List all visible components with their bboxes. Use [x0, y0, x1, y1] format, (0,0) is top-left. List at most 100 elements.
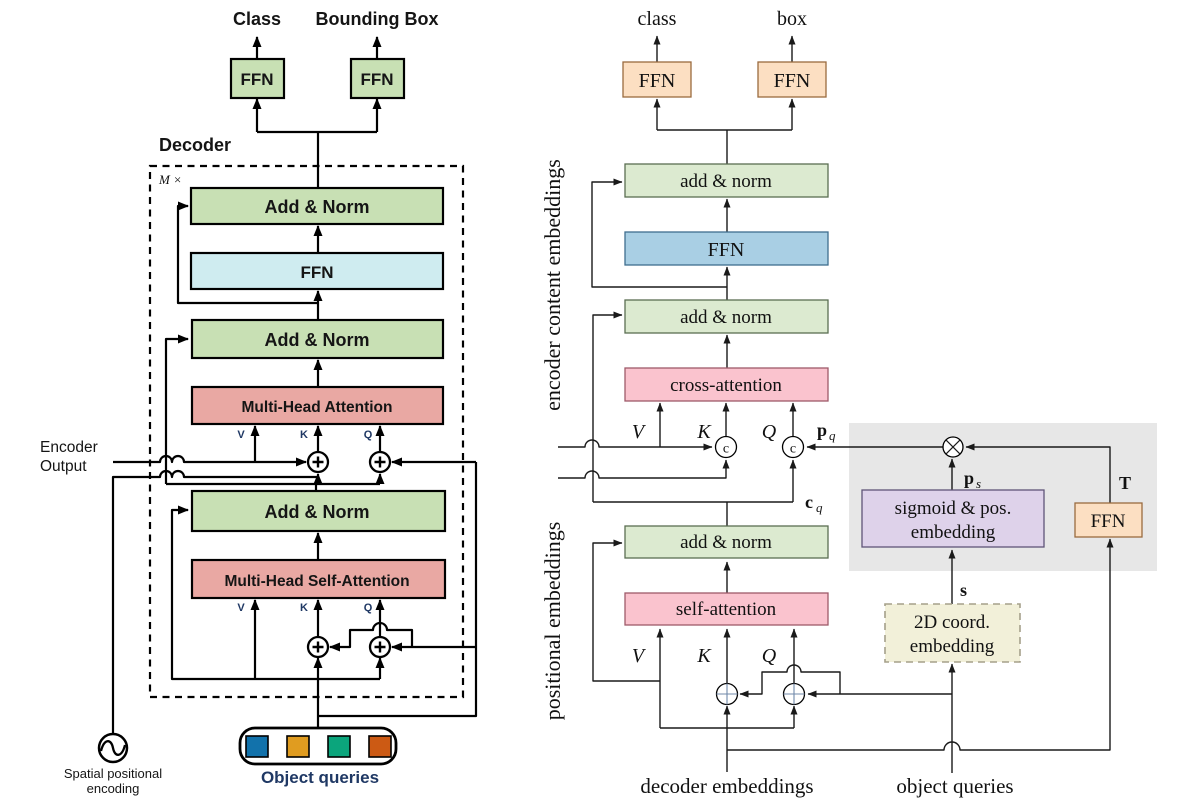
ffn-bbox-box [349, 57, 406, 100]
concat-circle-k: c [714, 435, 738, 459]
add-norm-3-box [190, 489, 447, 533]
class-output-label: Class [233, 9, 281, 29]
v-label-self: V [237, 602, 245, 614]
q-label-self-r: Q [762, 645, 777, 667]
add-norm-mid-label-r: add & norm [680, 307, 772, 328]
ps-label: p s [964, 468, 981, 491]
spatial-encoding-label-line1: Spatial positional [64, 766, 162, 781]
pq-label: p q [817, 420, 836, 443]
encoder-output-label-line2: Output [40, 458, 87, 475]
v-label-cross: V [237, 429, 245, 441]
multi-head-self-attention-box [190, 558, 447, 600]
wire-residual-ffn-r [591, 178, 727, 288]
wire-residual-cross-r [592, 311, 623, 502]
repeat-m-times-label: M × [158, 172, 182, 187]
ffn-block-box [189, 251, 445, 291]
add-norm-1-label: Add & Norm [265, 197, 370, 217]
v-label-self-r: V [632, 645, 647, 667]
decoder-dashed-box [148, 164, 465, 699]
ffn-mid-box-r [624, 231, 829, 266]
query-square-2 [286, 735, 310, 758]
add-circle-self-q [368, 635, 392, 659]
ps-sub: s [976, 476, 981, 491]
add-norm-2-box [190, 318, 445, 360]
sine-wave-icon [97, 732, 129, 764]
object-queries-label-left: Object queries [261, 768, 379, 787]
wire-embeddings-to-ffn-t [727, 538, 1114, 751]
coord-label-line2: embedding [910, 636, 995, 657]
add-norm-3-label: Add & Norm [265, 502, 370, 522]
add-norm-mid-box-r [624, 299, 829, 334]
cross-attention-label: cross-attention [670, 375, 782, 396]
wire-spatial-encoding [111, 469, 323, 734]
ffn-block-label: FFN [300, 263, 333, 282]
sigmoid-label-line2: embedding [911, 522, 996, 543]
add-norm-low-label-r: add & norm [680, 532, 772, 553]
add-circle-self-k [306, 635, 330, 659]
s-label: s [960, 580, 967, 600]
wire-residual-ffn [176, 201, 318, 305]
side-label-encoder-content-embeddings: encoder content embeddings [540, 159, 565, 411]
query-square-1 [245, 735, 269, 758]
v-label-cross-r: V [632, 421, 647, 443]
wire-queries-side-channel [318, 462, 478, 718]
multi-head-attention-label: Multi-Head Attention [242, 399, 393, 416]
query-square-3 [327, 735, 351, 758]
add-norm-2-label: Add & Norm [265, 330, 370, 350]
k-label-cross: K [300, 429, 308, 441]
concat-c-glyph: c [723, 442, 729, 457]
query-square-4 [368, 735, 392, 758]
concat-circle-q: c [781, 435, 805, 459]
side-label-positional-embeddings: positional embeddings [540, 522, 565, 721]
self-attention-box [624, 592, 829, 626]
object-queries-label-right: object queries [896, 774, 1013, 798]
spatial-encoding-label-line2: encoding [87, 781, 140, 796]
wire-residual-self-r [592, 539, 660, 682]
k-label-self-r: K [696, 645, 712, 667]
ffn-class-label-r: FFN [639, 70, 676, 92]
add-circle-cross-k [306, 450, 330, 474]
box-output-label-r: box [777, 8, 807, 30]
wire-queries-to-selfk-r [739, 664, 841, 698]
ps-base: p [964, 468, 974, 488]
right-conditional-decoder-diagram: c c class box FFN [540, 8, 1143, 798]
ffn-box-label-r: FFN [774, 70, 811, 92]
coord-label-line1: 2D coord. [914, 612, 990, 633]
multi-head-attention-box [190, 385, 445, 426]
sigmoid-pos-embedding-box [861, 489, 1045, 548]
pq-sub: q [829, 428, 836, 443]
ffn-t-box [1074, 502, 1143, 538]
cq-base: c [805, 492, 813, 512]
k-label-self: K [300, 602, 308, 614]
wire-input-trunk-residual [170, 505, 380, 681]
ffn-box-box-r [757, 61, 827, 98]
wire-t-to-multiply [965, 443, 1111, 503]
ffn-class-box-r [622, 61, 692, 98]
t-label: T [1119, 473, 1131, 493]
ffn-t-label: FFN [1091, 511, 1126, 532]
q-label-cross-r: Q [762, 421, 777, 443]
q-label-self: Q [364, 602, 373, 614]
wire-encoder-output [113, 454, 307, 467]
cq-sub: q [816, 500, 823, 515]
ffn-class-label: FFN [240, 70, 273, 89]
ffn-mid-label-r: FFN [708, 239, 745, 261]
wire-queries-to-selfk [329, 621, 414, 652]
ffn-bbox-label: FFN [360, 70, 393, 89]
decoder-embeddings-label: decoder embeddings [640, 774, 813, 798]
self-attention-label: self-attention [676, 599, 777, 620]
q-label-cross: Q [364, 429, 373, 441]
decoder-title: Decoder [159, 135, 231, 155]
add-norm-top-label-r: add & norm [680, 171, 772, 192]
encoder-output-label-line1: Encoder [40, 439, 98, 456]
bounding-box-output-label: Bounding Box [316, 9, 439, 29]
class-output-label-r: class [638, 8, 677, 30]
ffn-class-box [229, 57, 286, 100]
multi-head-self-attention-label: Multi-Head Self-Attention [224, 573, 409, 590]
coord-embedding-box [884, 603, 1021, 663]
sigmoid-label-line1: sigmoid & pos. [895, 498, 1012, 519]
multiply-circle [942, 436, 964, 458]
wire-residual-cross [164, 334, 189, 484]
left-decoder-diagram: Class Bounding Box FFN FFN Decoder M × A… [40, 9, 478, 796]
add-norm-low-box-r [624, 525, 829, 559]
